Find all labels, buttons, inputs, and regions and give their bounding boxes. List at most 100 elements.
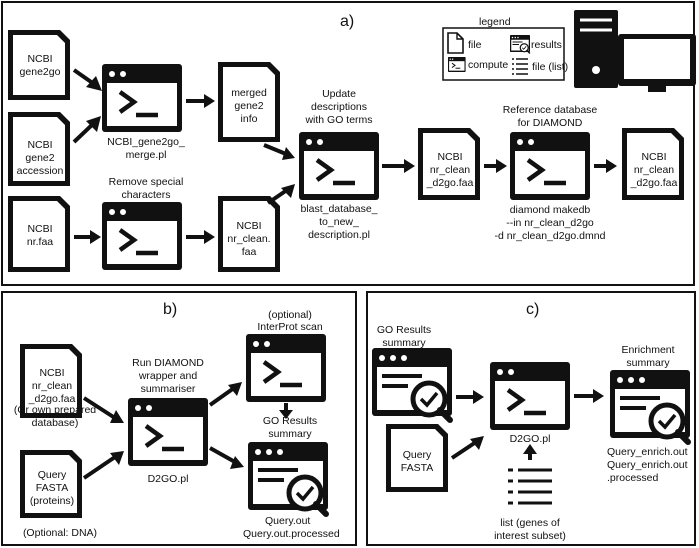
script-label-line: to_new_	[319, 216, 359, 228]
panel-b-frame	[1, 291, 357, 546]
legend-file-label: file	[468, 39, 482, 51]
results-label-line: summary	[382, 337, 426, 349]
arrows-panel-b	[82, 382, 293, 480]
panel-c-frame	[366, 291, 696, 546]
file-label-line: nr_clean	[32, 380, 72, 392]
results-label-line: GO Results	[263, 415, 317, 427]
legend-results-label: results	[531, 39, 562, 51]
file-ncbi-nr-clean-faa: NCBI nr_clean. faa	[218, 196, 280, 272]
file-ncbi-nr-faa: NCBI nr.faa	[8, 196, 70, 272]
legend-box	[442, 27, 565, 81]
panel-b-label: b)	[163, 301, 177, 318]
console-icon	[510, 132, 590, 200]
script-label-line: merge.pl	[126, 149, 167, 161]
interprot-label-line: (optional)	[268, 309, 312, 321]
file-label-line: nr.faa	[27, 236, 53, 248]
file-label-line: NCBI	[39, 367, 64, 379]
step-label-line: characters	[121, 189, 170, 201]
step-label-line: summariser	[141, 383, 196, 395]
panel-c-label: c)	[526, 301, 539, 318]
file-label-line: gene2	[25, 152, 54, 164]
script-label: D2GO.pl	[510, 433, 551, 445]
file-label-line: Query	[38, 469, 67, 481]
list-icon	[508, 468, 552, 505]
legend-results-icon	[509, 34, 531, 54]
console-icon	[299, 132, 379, 200]
file-label-line: FASTA	[36, 482, 68, 494]
legend-compute-icon	[447, 56, 467, 73]
file-c-query: Query FASTA	[386, 424, 448, 492]
output-label-line: .processed	[607, 472, 659, 484]
results-icon	[372, 348, 452, 420]
legend-file-icon	[447, 32, 464, 54]
file-label-line: nr_clean	[634, 164, 674, 176]
file-label-line: NCBI	[236, 220, 261, 232]
file-label-line: Query	[403, 449, 432, 461]
command-label-line: --in nr_clean_d2go	[506, 217, 594, 229]
file-label-line: _d2go.faa	[28, 393, 76, 405]
legend-compute-label: compute	[468, 59, 508, 71]
panel-a-frame	[1, 1, 695, 286]
script-label: D2GO.pl	[148, 473, 189, 485]
console-icon	[246, 334, 326, 402]
legend: legend file results compute file (list)	[442, 16, 568, 81]
file-ncbi-nr-clean-d2go: NCBI nr_clean _d2go.faa	[418, 128, 480, 200]
arrows-panel-a	[72, 68, 617, 244]
arrows-panel-c	[450, 389, 604, 460]
file-label-line: gene2	[234, 100, 263, 112]
console-icon	[102, 64, 182, 132]
query-note: (Optional: DNA)	[23, 527, 97, 539]
step-label-line: Remove special	[109, 176, 184, 188]
file-b-query: Query FASTA (proteins)	[20, 450, 82, 518]
legend-list-icon	[512, 58, 528, 75]
file-ncbi-gene2go: NCBI gene2go	[8, 30, 70, 100]
file-label-line: NCBI	[27, 139, 52, 151]
step-label-line: wrapper and	[138, 370, 198, 382]
file-merged-gene2-info: merged gene2 info	[218, 62, 280, 142]
output-label-line: Query.out	[265, 515, 310, 527]
file-label-line: info	[241, 113, 258, 125]
computer-icon	[574, 10, 696, 92]
file-label-line: NCBI	[27, 223, 52, 235]
file-label-line: (proteins)	[30, 495, 74, 507]
output-label-line: Query.out.processed	[243, 528, 340, 540]
console-icon	[490, 362, 570, 430]
step-label-line: with GO terms	[304, 114, 372, 126]
console-icon	[102, 202, 182, 270]
step-label-line: for DIAMOND	[518, 117, 583, 129]
command-label-line: -d nr_clean_d2go.dmnd	[495, 230, 606, 242]
list-label-line: list (genes of	[500, 517, 560, 529]
step-label-line: Reference database	[503, 104, 598, 116]
output-label-line: Query_enrich.out	[607, 446, 688, 458]
db-note-line: (Or own prepared	[14, 404, 96, 416]
file-label-line: gene2go	[20, 66, 61, 78]
step-label-line: descriptions	[311, 101, 367, 113]
file-label-line: NCBI	[27, 53, 52, 65]
file-label-line: FASTA	[401, 462, 433, 474]
enrichment-label-line: Enrichment	[621, 344, 674, 356]
panel-a-label: a)	[340, 13, 354, 30]
file-label-line: accession	[17, 165, 64, 177]
script-label-line: description.pl	[308, 229, 370, 241]
interprot-label-line: InterProt scan	[257, 321, 323, 333]
file-label-line: nr_clean.	[227, 233, 270, 245]
script-label-line: NCBI_gene2go_	[107, 136, 185, 148]
file-label-line: NCBI	[641, 151, 666, 163]
file-ncbi-gene2accession: NCBI gene2 accession	[8, 112, 70, 186]
enrichment-label-line: summary	[626, 357, 670, 369]
step-label-line: Update	[322, 88, 356, 100]
file-label-line: merged	[231, 87, 267, 99]
results-label-line: summary	[268, 428, 312, 440]
results-icon	[610, 370, 690, 442]
file-label-line: _d2go.faa	[426, 177, 474, 189]
legend-file-list-label: file (list)	[532, 61, 568, 73]
results-label-line: GO Results	[377, 324, 431, 336]
file-ncbi-nr-clean-d2go-output: NCBI nr_clean _d2go.faa	[622, 128, 684, 200]
db-note-line: database)	[32, 417, 79, 429]
legend-title: legend	[479, 16, 511, 28]
output-label-line: Query_enrich.out	[607, 459, 688, 471]
file-label-line: faa	[242, 246, 257, 258]
file-label-line: _d2go.faa	[630, 177, 678, 189]
file-b-database: NCBI nr_clean _d2go.faa	[20, 344, 82, 418]
